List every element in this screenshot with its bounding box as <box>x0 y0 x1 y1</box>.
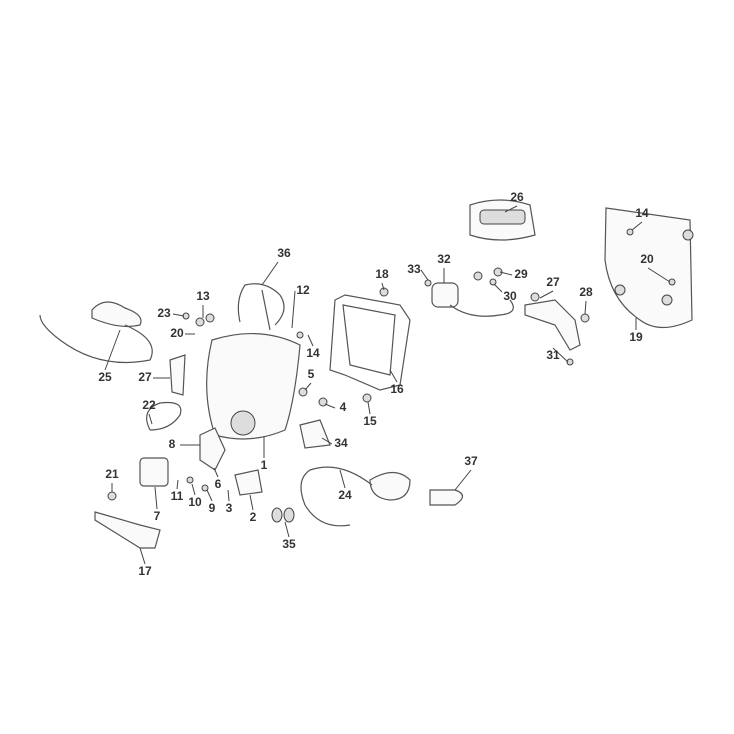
callout-11: 11 <box>171 489 184 503</box>
callout-labels: 36 26 14 20 32 33 18 29 30 27 28 19 31 2… <box>98 190 654 578</box>
callout-37: 37 <box>464 454 478 468</box>
callout-30: 30 <box>503 289 517 303</box>
part-ignition-switch <box>431 282 459 308</box>
callout-13: 13 <box>196 289 210 303</box>
part-headlight-frame <box>329 294 411 391</box>
callout-20: 20 <box>640 252 654 266</box>
part-bracket <box>524 299 581 351</box>
callout-36: 36 <box>277 246 291 260</box>
part-left-indicator <box>91 301 142 328</box>
callout-4: 4 <box>340 400 347 414</box>
part-socket <box>199 427 226 471</box>
callout-35: 35 <box>282 537 296 551</box>
callout-20-left: 20 <box>170 326 184 340</box>
parts <box>39 199 694 549</box>
callout-17: 17 <box>138 564 152 578</box>
callout-31: 31 <box>546 348 560 362</box>
callout-21: 21 <box>105 467 119 481</box>
leader-lines <box>104 205 671 565</box>
part-relay <box>139 457 169 487</box>
callout-10: 10 <box>188 495 202 509</box>
callout-34: 34 <box>334 436 348 450</box>
callout-16: 16 <box>390 382 404 396</box>
callout-8: 8 <box>169 437 176 451</box>
part-bracket-left <box>169 354 186 396</box>
callout-19: 19 <box>629 330 643 344</box>
callout-28: 28 <box>579 285 593 299</box>
part-bulb <box>429 489 464 506</box>
callout-23: 23 <box>157 306 171 320</box>
callout-2: 2 <box>250 510 257 524</box>
callout-18: 18 <box>375 267 389 281</box>
part-lower-bracket <box>94 511 161 549</box>
callout-6: 6 <box>215 477 222 491</box>
part-headlight-housing <box>206 333 301 440</box>
callout-1: 1 <box>261 458 268 472</box>
callout-26: 26 <box>510 190 524 204</box>
callout-27-left: 27 <box>138 370 152 384</box>
callout-3: 3 <box>226 501 233 515</box>
callout-7: 7 <box>154 509 161 523</box>
callout-24: 24 <box>338 488 352 502</box>
callout-5: 5 <box>308 367 315 381</box>
callout-25: 25 <box>98 370 112 384</box>
callout-32: 32 <box>437 252 451 266</box>
callout-27: 27 <box>546 275 560 289</box>
part-wire-harness <box>237 283 285 331</box>
part-right-indicator <box>369 471 411 501</box>
callout-15: 15 <box>363 414 377 428</box>
part-sensor <box>146 401 182 431</box>
callout-29: 29 <box>514 267 528 281</box>
callout-12: 12 <box>296 283 310 297</box>
callout-9: 9 <box>209 501 216 515</box>
callout-14: 14 <box>635 206 649 220</box>
callout-33: 33 <box>407 262 421 276</box>
callout-22: 22 <box>142 398 156 412</box>
callout-14-left: 14 <box>306 346 320 360</box>
